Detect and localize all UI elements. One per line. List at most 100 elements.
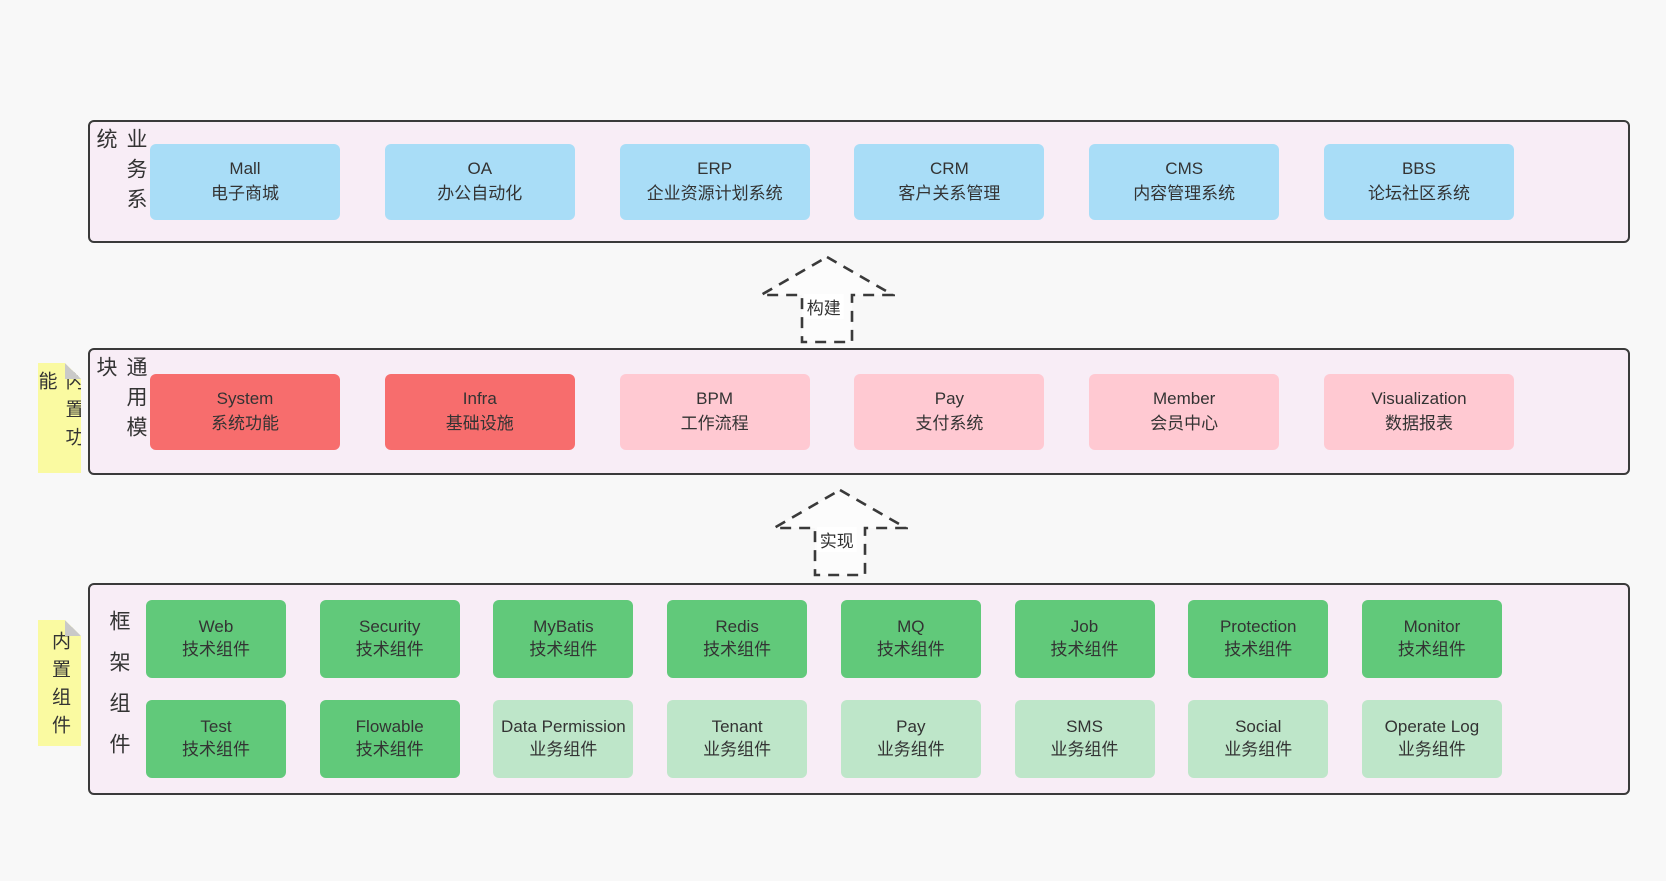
box-title: Member bbox=[1153, 388, 1216, 408]
box-bbs: BBS 论坛社区系统 bbox=[1323, 143, 1514, 220]
box-data-permission: Data Permission 业务组件 bbox=[493, 700, 634, 778]
box-subtitle: 技术组件 bbox=[703, 640, 772, 659]
box-title: Security bbox=[358, 617, 421, 637]
box-subtitle: 会员中心 bbox=[1150, 413, 1219, 433]
box-subtitle: 办公自动化 bbox=[437, 183, 523, 203]
module-row: System 系统功能 Infra 基础设施 BPM 工作流程 Pay 支付系统 Member 会… bbox=[150, 373, 1514, 450]
implement-arrow-label: 实现 bbox=[816, 527, 857, 552]
box-test: Test 技术组件 bbox=[146, 700, 286, 778]
box-title: BPM bbox=[696, 388, 734, 408]
box-system: System 系统功能 bbox=[150, 373, 340, 450]
box-subtitle: 业务组件 bbox=[1397, 740, 1466, 759]
box-subtitle: 业务组件 bbox=[529, 740, 598, 759]
box-title: BBS bbox=[1401, 158, 1436, 178]
box-subtitle: 技术组件 bbox=[182, 640, 250, 659]
sticky-note-built-in-components: 内置组件 bbox=[38, 620, 81, 746]
box-oa: OA 办公自动化 bbox=[384, 143, 575, 220]
box-security: Security 技术组件 bbox=[319, 600, 460, 678]
box-title: Tenant bbox=[711, 717, 763, 737]
band-rows: System 系统功能 Infra 基础设施 BPM 工作流程 Pay 支付系统 Member 会… bbox=[150, 350, 1628, 473]
box-bpm: BPM 工作流程 bbox=[619, 373, 810, 450]
box-subtitle: 企业资源计划系统 bbox=[646, 183, 783, 203]
box-subtitle: 支付系统 bbox=[915, 413, 984, 433]
box-pay: Pay 支付系统 bbox=[854, 373, 1045, 450]
band-framework-components: 框架组件 Web 技术组件 Security 技术组件 MyBatis 技术组件 Redis… bbox=[88, 583, 1630, 795]
box-infra: Infra 基础设施 bbox=[384, 373, 575, 450]
box-subtitle: 客户关系管理 bbox=[898, 183, 1001, 203]
box-title: Social bbox=[1235, 717, 1282, 737]
box-title: MyBatis bbox=[533, 617, 594, 637]
box-subtitle: 技术组件 bbox=[1397, 640, 1466, 659]
box-title: Visualization bbox=[1371, 388, 1467, 408]
box-title: ERP bbox=[697, 158, 733, 178]
box-title: Mall bbox=[229, 158, 261, 178]
box-title: MQ bbox=[897, 617, 925, 637]
box-mall: Mall 电子商城 bbox=[150, 143, 340, 220]
box-title: SMS bbox=[1066, 717, 1103, 737]
band-label-common-modules: 通用模块 bbox=[94, 356, 147, 446]
box-title: Redis bbox=[715, 617, 759, 637]
box-subtitle: 技术组件 bbox=[182, 740, 250, 759]
box-subtitle: 内容管理系统 bbox=[1133, 183, 1236, 203]
box-title: System bbox=[216, 388, 274, 408]
box-title: CMS bbox=[1165, 158, 1204, 178]
box-tenant: Tenant 业务组件 bbox=[667, 700, 808, 778]
box-monitor: Monitor 技术组件 bbox=[1361, 600, 1502, 678]
box-erp: ERP 企业资源计划系统 bbox=[619, 143, 810, 220]
box-subtitle: 系统功能 bbox=[211, 413, 279, 433]
box-subtitle: 业务组件 bbox=[876, 740, 945, 759]
implement-arrow: 实现 bbox=[772, 487, 908, 579]
band-label-framework-components: 框架组件 bbox=[107, 610, 130, 774]
box-title: Data Permission bbox=[501, 717, 626, 737]
box-title: Web bbox=[198, 617, 234, 637]
band-common-modules: 通用模块 System 系统功能 Infra 基础设施 BPM 工作流程 Pay 支付系统 Me… bbox=[88, 348, 1630, 475]
box-subtitle: 基础设施 bbox=[445, 413, 514, 433]
box-subtitle: 工作流程 bbox=[680, 413, 749, 433]
box-subtitle: 技术组件 bbox=[1050, 640, 1119, 659]
band-business-systems: 业务系统 Mall 电子商城 OA 办公自动化 ERP 企业资源计划系统 CRM 客户关系管理… bbox=[88, 120, 1630, 243]
band-rows: Mall 电子商城 OA 办公自动化 ERP 企业资源计划系统 CRM 客户关系管理 CMS 内容… bbox=[150, 122, 1628, 241]
module-row: Mall 电子商城 OA 办公自动化 ERP 企业资源计划系统 CRM 客户关系管理 CMS 内容… bbox=[150, 143, 1514, 220]
box-title: CRM bbox=[930, 158, 969, 178]
box-subtitle: 业务组件 bbox=[1050, 740, 1119, 759]
note-fold-corner bbox=[65, 363, 81, 379]
box-cms: CMS 内容管理系统 bbox=[1089, 143, 1280, 220]
box-title: Infra bbox=[462, 388, 497, 408]
box-crm: CRM 客户关系管理 bbox=[854, 143, 1045, 220]
box-pay: Pay 业务组件 bbox=[840, 700, 981, 778]
box-title: OA bbox=[467, 158, 493, 178]
box-subtitle: 技术组件 bbox=[876, 640, 945, 659]
box-title: Monitor bbox=[1403, 617, 1461, 637]
build-arrow: 构建 bbox=[759, 254, 895, 346]
band-label-business-systems: 业务系统 bbox=[94, 128, 147, 218]
box-protection: Protection 技术组件 bbox=[1188, 600, 1329, 678]
box-subtitle: 技术组件 bbox=[1224, 640, 1293, 659]
note-text: 内置功能 bbox=[35, 371, 84, 455]
box-subtitle: 技术组件 bbox=[529, 640, 598, 659]
box-subtitle: 技术组件 bbox=[355, 640, 424, 659]
box-web: Web 技术组件 bbox=[146, 600, 286, 678]
box-sms: SMS 业务组件 bbox=[1014, 700, 1155, 778]
box-subtitle: 数据报表 bbox=[1384, 413, 1453, 433]
box-mybatis: MyBatis 技术组件 bbox=[493, 600, 634, 678]
box-title: Operate Log bbox=[1384, 717, 1480, 737]
box-subtitle: 业务组件 bbox=[703, 740, 772, 759]
box-mq: MQ 技术组件 bbox=[840, 600, 981, 678]
box-member: Member 会员中心 bbox=[1089, 373, 1280, 450]
box-title: Test bbox=[200, 717, 232, 737]
build-arrow-label: 构建 bbox=[803, 294, 844, 319]
box-subtitle: 电子商城 bbox=[211, 183, 279, 203]
box-subtitle: 业务组件 bbox=[1224, 740, 1293, 759]
box-title: Protection bbox=[1219, 617, 1297, 637]
box-title: Pay bbox=[934, 388, 965, 408]
box-title: Pay bbox=[896, 717, 926, 737]
box-social: Social 业务组件 bbox=[1188, 700, 1329, 778]
note-text: 内置组件 bbox=[49, 631, 70, 743]
box-subtitle: 论坛社区系统 bbox=[1367, 183, 1470, 203]
